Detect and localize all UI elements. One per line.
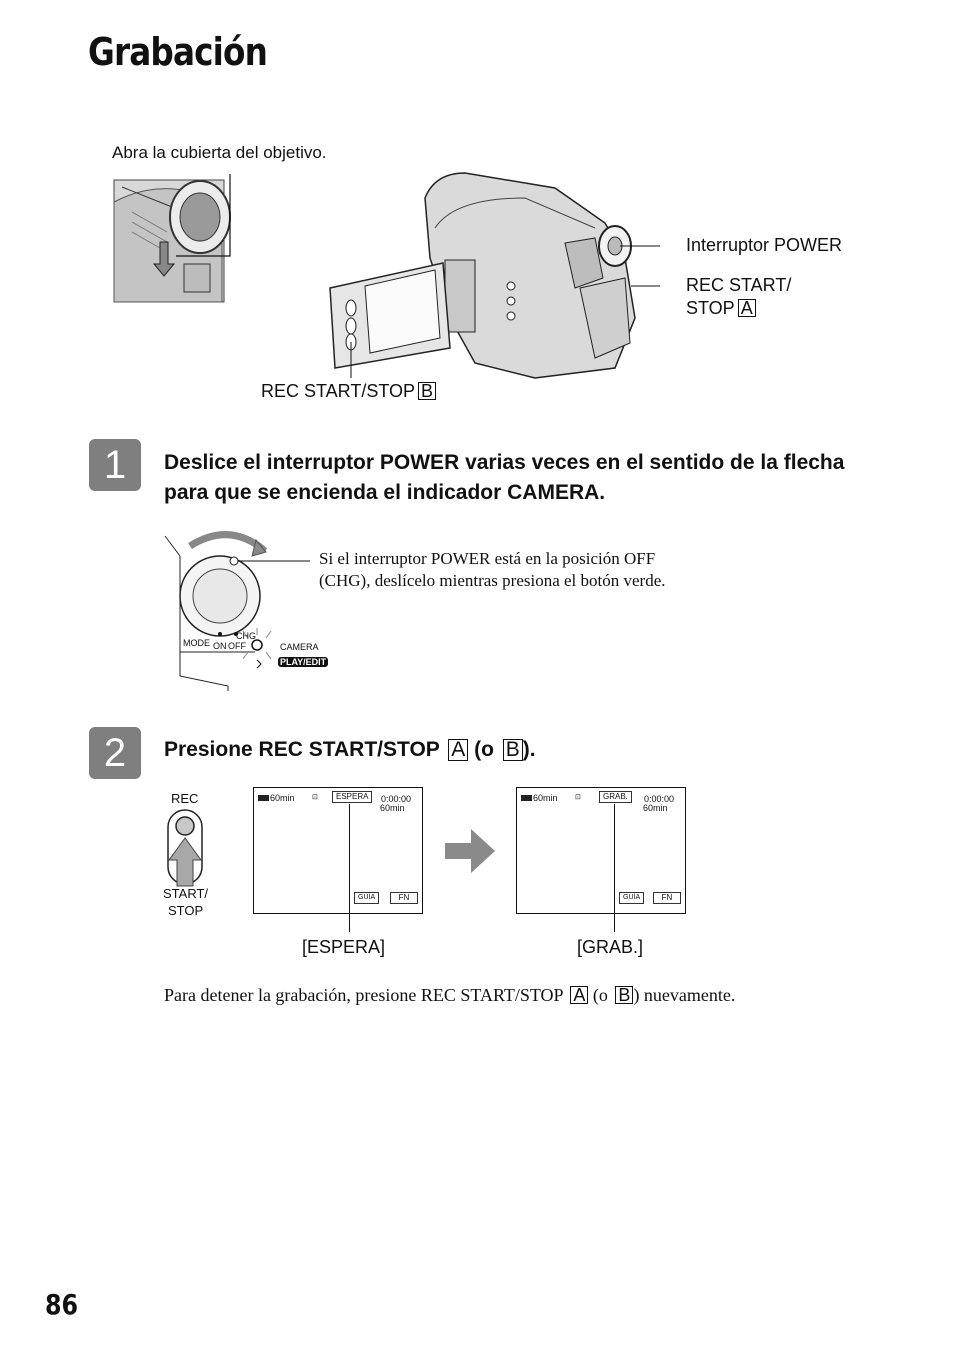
label-rec-start-a-text: STOP (686, 298, 735, 318)
box-b: B (418, 382, 437, 400)
battery-remaining: 60min (533, 793, 558, 803)
label-power-switch: Interruptor POWER (686, 235, 843, 255)
camcorder-illustration (329, 172, 660, 379)
rec-button-bottom-line1: START/ (163, 886, 209, 901)
timecode: 0:00:00 (381, 794, 412, 804)
tape-remaining: 60min (643, 803, 668, 813)
dial-mode-label: MODE (183, 638, 210, 648)
step-1-text: Deslice el interruptor POWER varias vece… (164, 451, 845, 504)
dial-camera-label: CAMERA (280, 642, 319, 652)
battery-indicator: 60min (521, 793, 558, 803)
step-2-text-prefix: Presione REC START/STOP (164, 738, 440, 761)
dial-chg-label: CHG (236, 631, 256, 641)
arrow-right-icon (445, 829, 495, 873)
guide-button[interactable]: GUÍA (619, 892, 645, 904)
leader-line (614, 804, 615, 932)
power-note-line2: (CHG), deslícelo mientras presiona el bo… (319, 571, 666, 590)
label-rec-start-a-line1: REC START/ (686, 275, 792, 295)
step-2-text-mid: (o (474, 738, 494, 761)
page-title: Grabación (88, 30, 268, 74)
stop-box-a: A (570, 986, 589, 1004)
leader-line (349, 804, 350, 932)
battery-indicator: 60min (258, 793, 295, 803)
rec-button-top-label: REC (171, 791, 199, 806)
step-2-text: Presione REC START/STOP A (o B). (164, 735, 536, 765)
power-dial-illustration: MODE ON OFF CHG CAMERA PLAY/EDIT (164, 531, 328, 691)
guide-button[interactable]: GUÍA (354, 892, 380, 904)
caption-grab: [GRAB.] (577, 937, 644, 957)
step-2-text-suffix: ). (522, 738, 536, 761)
stop-box-b: B (615, 986, 634, 1004)
rec-button-illustration (167, 809, 203, 887)
tape-icon: ⊡ (575, 794, 581, 801)
timecode: 0:00:00 (644, 794, 675, 804)
tape-remaining: 60min (380, 803, 405, 813)
status-grab: GRAB. (599, 791, 632, 803)
battery-remaining: 60min (270, 793, 295, 803)
fn-button[interactable]: FN (390, 892, 418, 904)
tape-icon: ⊡ (312, 794, 318, 801)
stop-instruction: Para detener la grabación, presione REC … (164, 985, 735, 1006)
stop-instruction-prefix: Para detener la grabación, presione REC … (164, 985, 563, 1005)
stop-instruction-mid: (o (592, 985, 608, 1005)
step-2-badge: 2 (89, 727, 141, 779)
power-note-line1: Si el interruptor POWER está en la posic… (319, 549, 656, 568)
box-a: A (737, 299, 756, 317)
fn-button[interactable]: FN (653, 892, 681, 904)
dial-off-label: OFF (228, 641, 246, 651)
lens-cover-caption: Abra la cubierta del objetivo. (112, 143, 327, 162)
step-2-box-b: B (502, 739, 523, 761)
stop-instruction-suffix: ) nuevamente. (633, 985, 736, 1005)
lens-cover-illustration (113, 174, 231, 303)
lcd-screen-recording: 60min ⊡ GRAB. 0:00:00 60min GUÍA FN (516, 787, 686, 932)
label-rec-start-b-text: REC START/STOP (261, 381, 416, 401)
lcd-screen-standby: 60min ⊡ ESPERA 0:00:00 60min GUÍA FN (253, 787, 423, 932)
page-number: 86 (45, 1288, 79, 1321)
step-1-badge: 1 (89, 439, 141, 491)
step-2-box-a: A (448, 739, 469, 761)
rec-button-bottom-line2: STOP (168, 903, 204, 918)
status-espera: ESPERA (332, 791, 373, 803)
dial-play-edit-label: PLAY/EDIT (280, 657, 327, 667)
dial-on-label: ON (213, 641, 227, 651)
caption-espera: [ESPERA] (302, 937, 386, 957)
